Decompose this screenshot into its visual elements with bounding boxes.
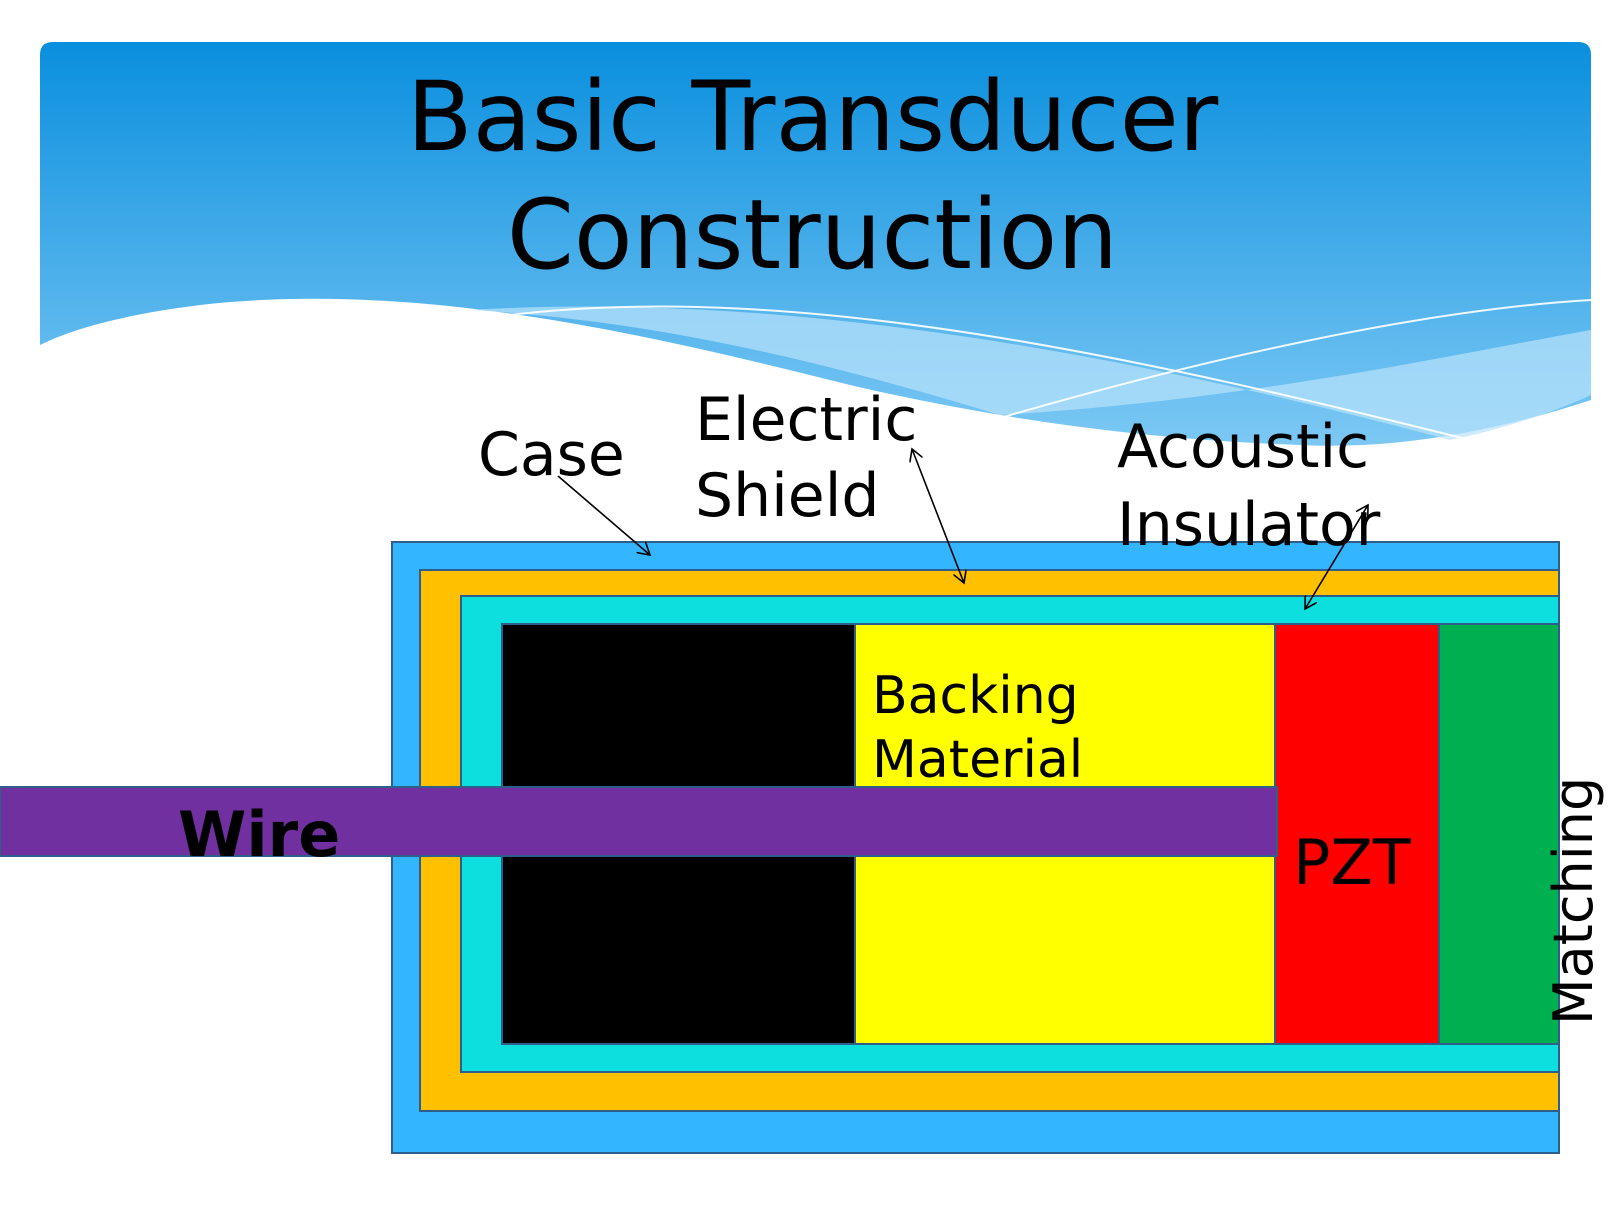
wire-label: Wire	[178, 800, 340, 870]
pzt-label: PZT	[1293, 825, 1411, 901]
label-line: Matching	[1542, 776, 1605, 1025]
case-arrow	[557, 475, 650, 555]
matching-layer-label: Matching Layer	[1540, 777, 1620, 1025]
electric-shield-arrow	[912, 449, 964, 583]
electric-shield-label: Electric Shield	[695, 382, 917, 534]
wave-line	[999, 299, 1592, 419]
acoustic-insulator-label: Acoustic Insulator	[1117, 408, 1380, 564]
pointer-arrows	[557, 449, 1368, 609]
wire	[0, 786, 1278, 857]
label-line: Acoustic	[1117, 412, 1370, 482]
slide-title: Basic Transducer Construction	[40, 58, 1585, 294]
wire-label-text: Wire	[178, 798, 341, 871]
acoustic-insulator-arrow	[1305, 505, 1368, 609]
pzt-label-text: PZT	[1293, 826, 1411, 899]
label-line: Electric	[695, 385, 918, 455]
label-line: Layer	[1610, 874, 1620, 1025]
transducer-diagram	[0, 541, 1560, 1154]
wave-highlight	[470, 306, 1591, 440]
label-line: Backing	[872, 666, 1079, 726]
title-line: Basic Transducer	[406, 61, 1219, 173]
backing-material-label: Backing Material	[872, 664, 1083, 792]
label-line: Shield	[695, 461, 880, 531]
label-line: Material	[872, 730, 1084, 790]
label-line: Insulator	[1117, 490, 1381, 560]
title-line: Construction	[506, 179, 1119, 291]
case-label: Case	[478, 420, 625, 490]
header-banner	[40, 42, 1592, 446]
matching-layer	[1438, 623, 1560, 1045]
case-label-text: Case	[478, 420, 625, 490]
wave-line	[509, 305, 1471, 441]
